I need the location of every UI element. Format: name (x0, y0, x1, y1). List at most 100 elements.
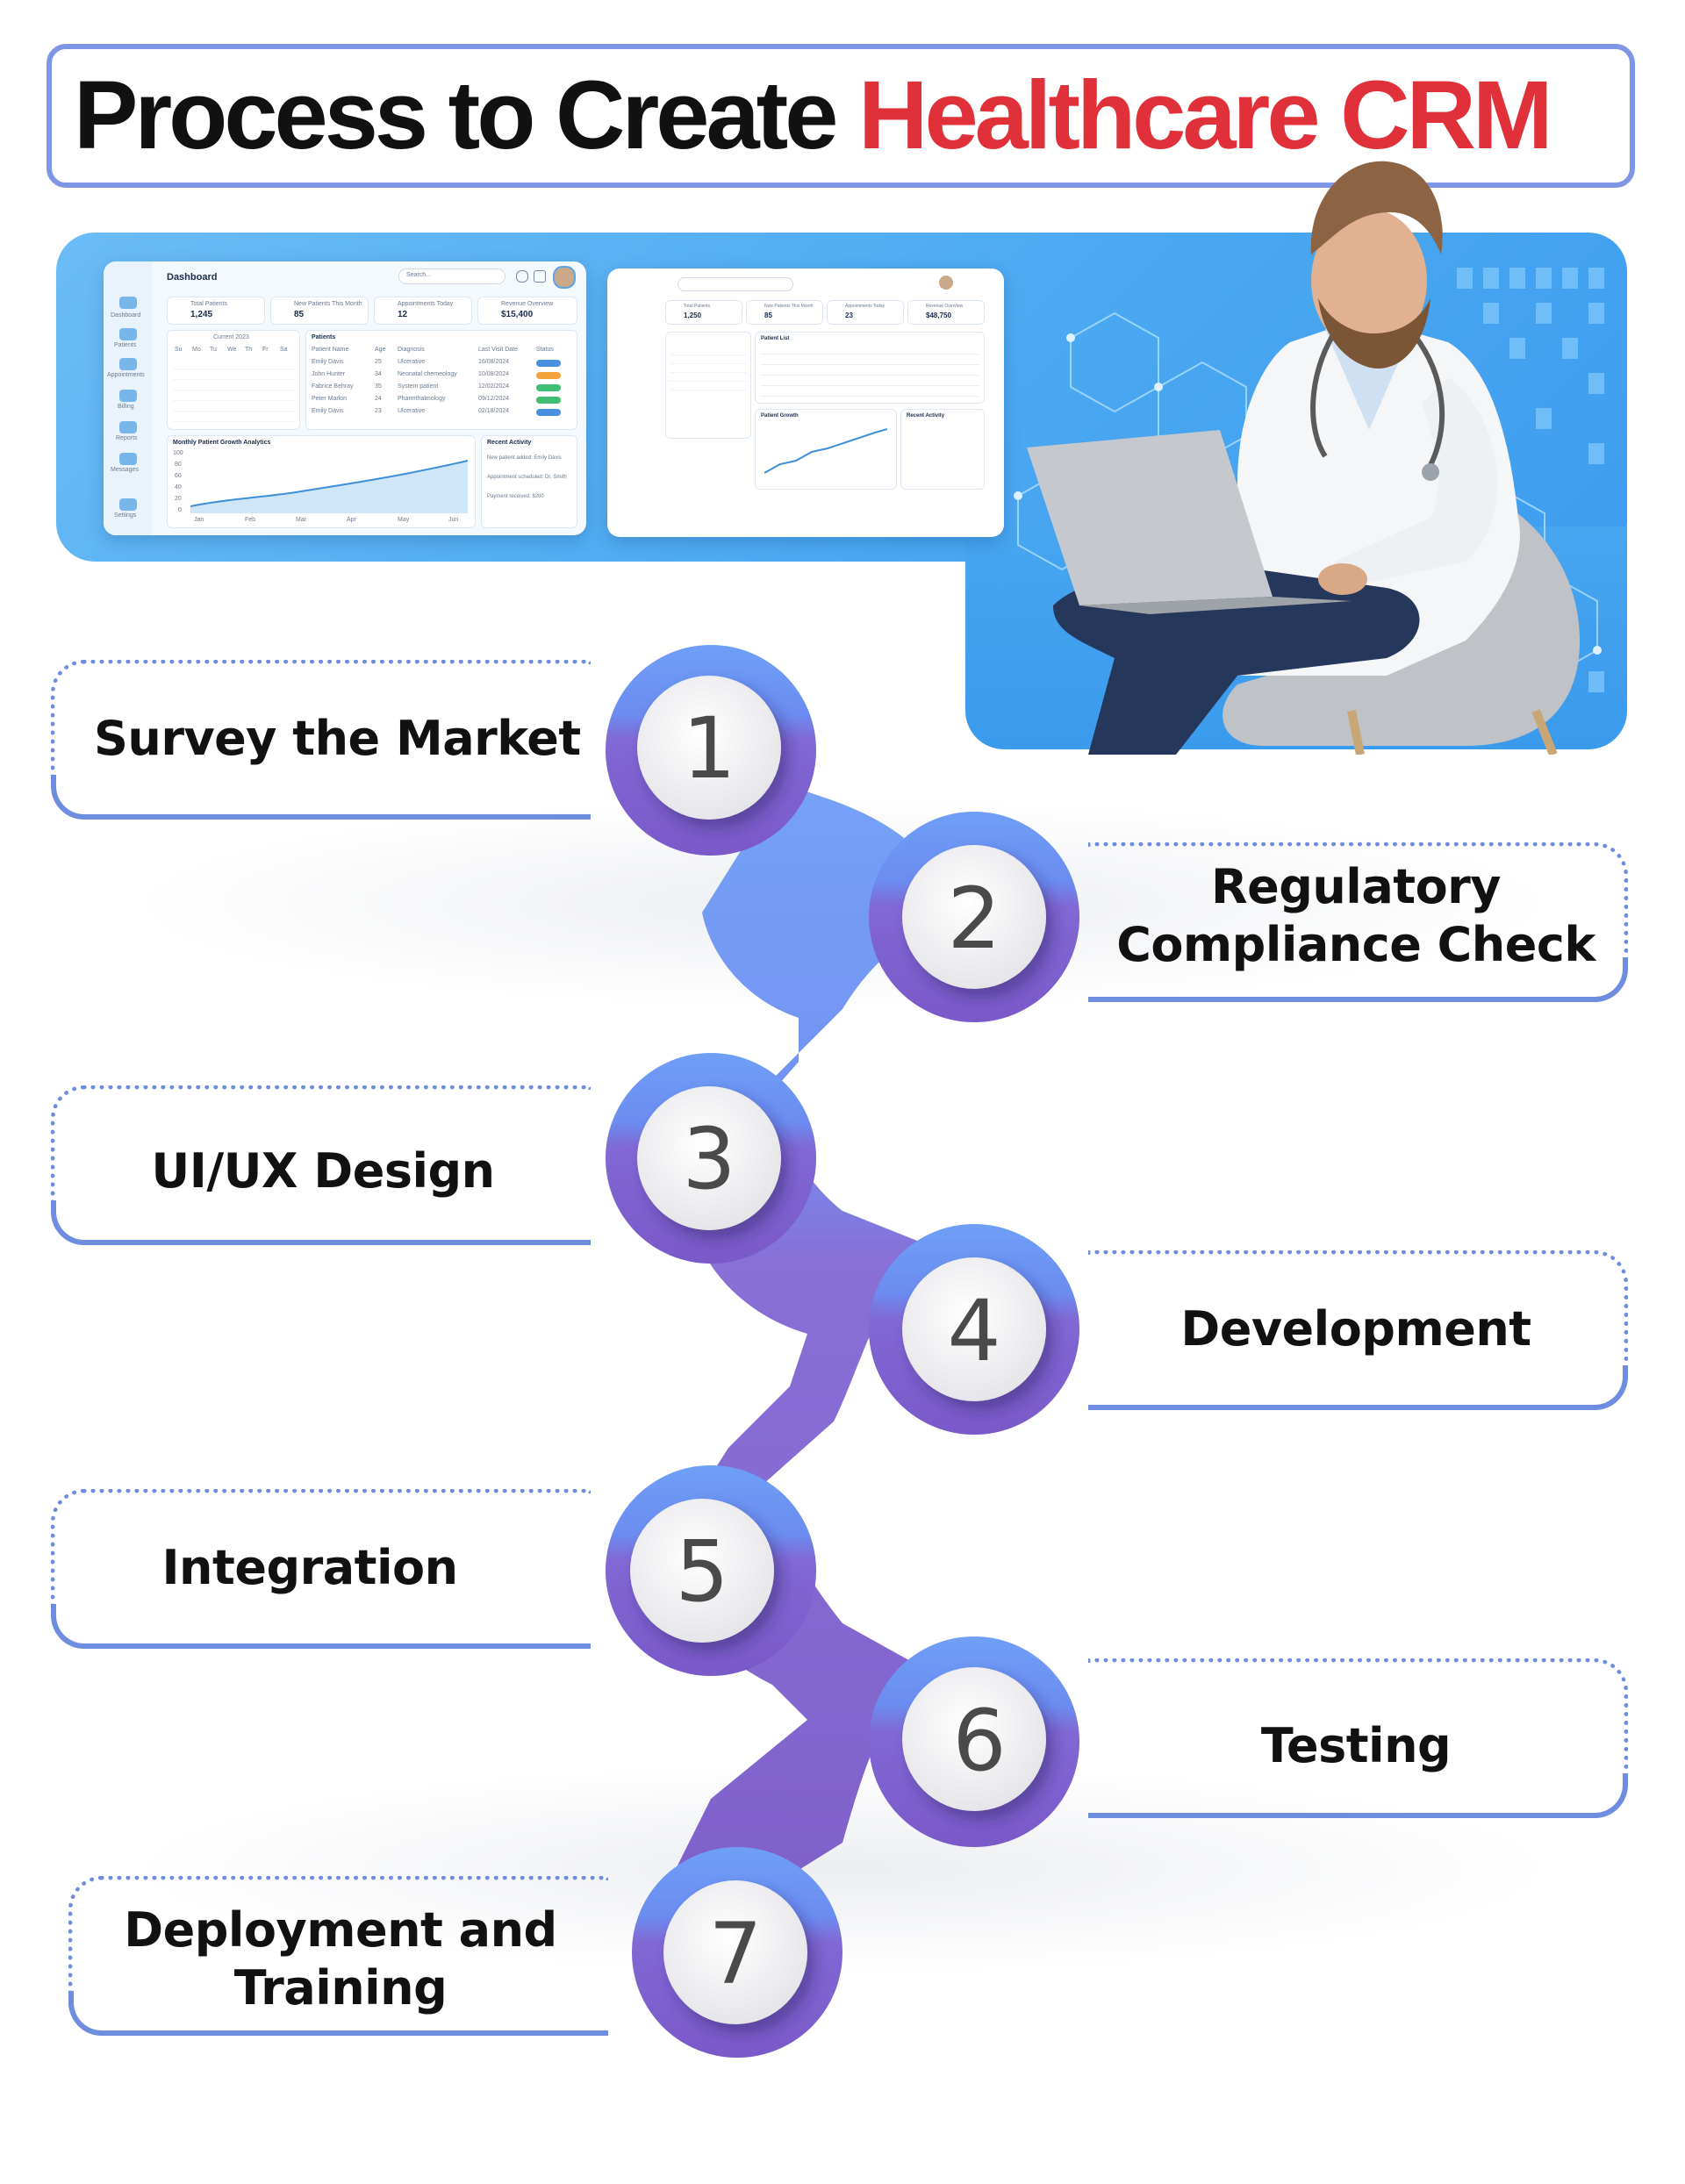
growth-title: Patient Growth (761, 413, 799, 419)
table-cell: System patient (398, 383, 439, 390)
table-cell: 16/08/2024 (478, 359, 510, 365)
stat-card: New Patients This Month 85 (746, 300, 823, 325)
calendar-title: Current 2023 (213, 334, 249, 340)
box-corner (51, 1604, 96, 1649)
axis-tick: 100 (173, 450, 183, 456)
table-cell: 35 (375, 383, 382, 390)
step-number: 6 (952, 1692, 1006, 1790)
stat-value: 85 (294, 310, 305, 319)
axis-tick: 60 (175, 473, 182, 479)
table-cell: Pharmthalmology (398, 396, 446, 402)
patient-list-panel: Patient List (755, 332, 985, 404)
avatar (939, 276, 953, 290)
step-1-label: Survey the Market (94, 711, 581, 766)
nav-billing: Billing (118, 404, 134, 410)
activity-item: New patient added: Emily Davis (487, 455, 562, 461)
nav-patients: Patients (114, 342, 137, 348)
axis-tick: 40 (175, 484, 182, 491)
chat-icon (534, 270, 546, 283)
calendar-day: Fr (262, 347, 269, 353)
table-cell: Fabrice Behray (312, 383, 354, 390)
table-header: Last Visit Date (478, 347, 519, 353)
table-header: Age (375, 347, 386, 353)
activity-item: Payment received: $200 (487, 494, 544, 499)
messages-nav-icon (119, 453, 137, 465)
patient-list-title: Patient List (761, 336, 790, 341)
step-4-label: Development (1180, 1301, 1531, 1357)
step-number: 2 (947, 870, 1000, 968)
patients-nav-icon (119, 328, 137, 340)
nav-appointments: Appointments (107, 372, 145, 378)
step-2-box: Regulatory Compliance Check (1088, 842, 1628, 1002)
stat-card: Total Patients 1,245 (167, 297, 265, 325)
table-cell: Neonatal chemeology (398, 371, 457, 377)
table-cell: John Hunter (312, 371, 346, 377)
box-corner (1583, 1365, 1628, 1410)
nav-reports: Reports (116, 435, 138, 441)
table-row (761, 375, 979, 376)
stat-value: 85 (764, 311, 772, 319)
calendar-grid (173, 359, 294, 422)
nav-messages: Messages (111, 467, 139, 473)
table-header: Status (536, 347, 554, 353)
table-cell: 24 (375, 396, 382, 402)
axis-tick: 20 (175, 496, 182, 502)
activity-item: Appointment scheduled: Dr. Smith (487, 475, 567, 480)
dashboard-nav-icon (119, 297, 137, 309)
page-title: Process to Create Healthcare CRM (74, 54, 1553, 177)
table-cell: Emily Davis (312, 359, 344, 365)
table-cell: 34 (375, 371, 382, 377)
stat-value: 1,245 (190, 310, 213, 319)
step-7-box: Deployment and Training (68, 1876, 608, 2036)
step-6-label: Testing (1260, 1718, 1452, 1773)
step-5-label: Integration (161, 1540, 458, 1595)
calendar-day: Su (175, 347, 183, 353)
table-row (761, 385, 979, 386)
table-cell: Ulcerative (398, 359, 426, 365)
status-badge (536, 409, 561, 416)
page-title-part-1: Process to Create (74, 61, 858, 169)
stat-card: New Patients This Month 85 (270, 297, 369, 325)
analytics-panel: Monthly Patient Growth Analytics 100 80 … (167, 435, 476, 528)
axis-tick: Apr (347, 517, 356, 523)
settings-nav-icon (119, 498, 137, 511)
stat-card: Revenue Overview $48,750 (907, 300, 985, 325)
stat-label: Total Patients (190, 301, 228, 307)
table-header: Patient Name (312, 347, 349, 353)
step-2-label-line-1: Regulatory (1211, 859, 1502, 914)
step-3-box: UI/UX Design (51, 1085, 591, 1245)
doctor-with-laptop-illustration (1027, 161, 1580, 755)
table-header: Diagnosis (398, 347, 425, 353)
dashboard-title: Dashboard (167, 272, 218, 283)
step-5-box: Integration (51, 1489, 591, 1649)
stat-value: 1,250 (684, 311, 702, 319)
stat-label: Appointments Today (845, 304, 886, 309)
box-corner (1583, 1773, 1628, 1818)
table-cell: 12/02/2024 (478, 383, 510, 390)
step-3-label: UI/UX Design (151, 1143, 495, 1199)
table-cell: Emily Davis (312, 408, 344, 414)
stat-card: Appointments Today 12 (374, 297, 472, 325)
calendar-day: We (227, 347, 237, 353)
box-corner (51, 1200, 96, 1245)
stat-value: 12 (398, 310, 408, 319)
nav-settings: Settings (114, 512, 137, 519)
step-number: 3 (682, 1110, 735, 1208)
dashboard-mockup-secondary: Total Patients 1,250 New Patients This M… (607, 269, 1004, 537)
calendar-day: Th (245, 347, 253, 353)
box-corner (68, 1991, 113, 2036)
step-7-label-line-2: Training (233, 1960, 448, 2016)
stat-label: Appointments Today (398, 301, 454, 307)
patients-panel: Patients Patient Name Age Diagnosis Last… (305, 330, 577, 430)
step-number: 5 (675, 1522, 728, 1621)
table-cell: 09/12/2024 (478, 396, 510, 402)
analytics-title: Monthly Patient Growth Analytics (173, 440, 271, 446)
step-1-box: Survey the Market (51, 660, 591, 820)
table-cell: Peter Marlon (312, 396, 348, 402)
dashboard-search-placeholder: Search... (406, 272, 432, 278)
status-badge (536, 384, 561, 391)
recent-activity-panel: Recent Activity (900, 409, 985, 490)
step-7-label-line-1: Deployment and (124, 1902, 557, 1958)
calendar-panel: Current 2023 Su Mo Tu We Th Fr Sa (167, 330, 300, 430)
axis-tick: 80 (175, 462, 182, 468)
